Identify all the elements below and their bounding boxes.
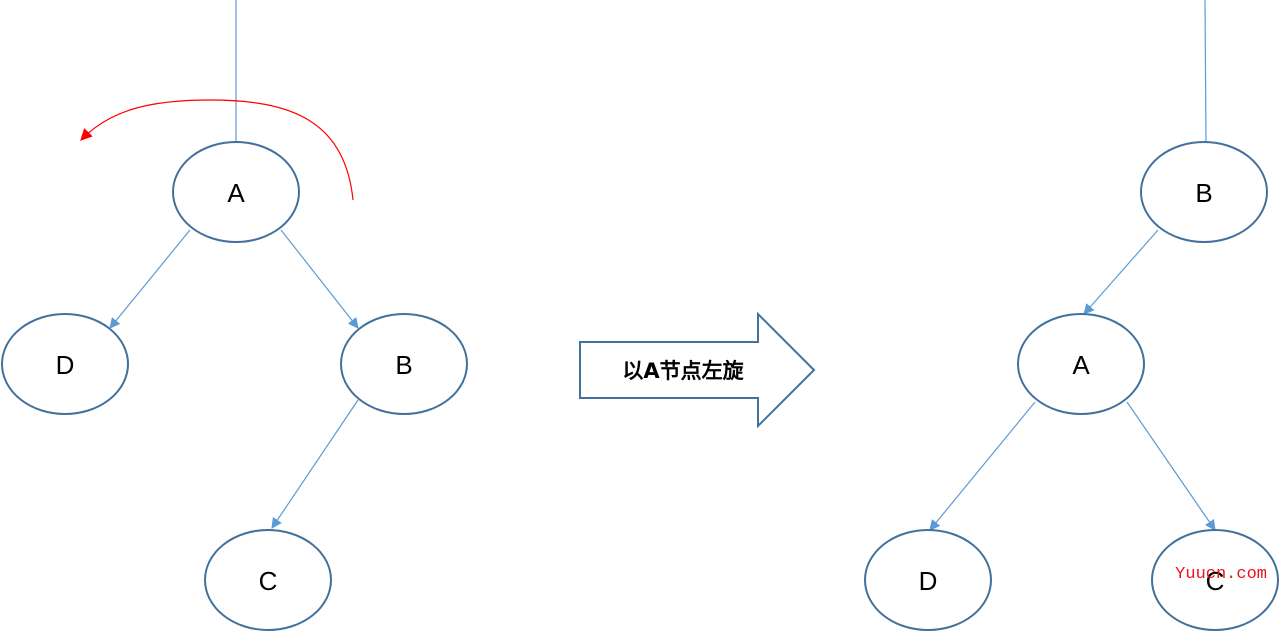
edge-A-C-rotated: [1126, 401, 1216, 531]
left-node-C: C: [204, 529, 332, 631]
right-tree: B A D C: [864, 0, 1279, 631]
right-node-B-label: B: [1195, 178, 1212, 208]
left-node-A-label: A: [227, 178, 245, 208]
left-node-A: A: [172, 141, 300, 243]
right-node-A-label: A: [1072, 350, 1090, 380]
right-node-C: C: [1151, 529, 1279, 631]
edge-B-A: [1083, 229, 1159, 315]
edge-A-D: [109, 229, 191, 329]
right-node-B: B: [1140, 141, 1268, 243]
right-node-C-label: C: [1206, 566, 1225, 596]
watermark-text: Yuucn.com: [1175, 565, 1267, 584]
left-node-D: D: [1, 313, 129, 415]
edge-B-C: [271, 399, 359, 529]
left-node-D-label: D: [56, 350, 75, 380]
left-node-B: B: [340, 313, 468, 415]
left-node-B-label: B: [395, 350, 412, 380]
rotation-direction-arrow: [80, 99, 354, 201]
right-node-D-label: D: [919, 566, 938, 596]
left-node-C-label: C: [259, 566, 278, 596]
edge-A-B: [280, 229, 359, 329]
right-node-D: D: [864, 529, 992, 631]
right-node-A: A: [1017, 313, 1145, 415]
left-tree: A D B C: [1, 0, 468, 631]
transition-arrow-label: 以A节点左旋: [622, 359, 744, 383]
edge-A-D-rotated: [929, 401, 1036, 531]
transition-arrow: 以A节点左旋: [579, 311, 816, 429]
right-parent-link: [1204, 0, 1207, 143]
transition-arrow-shape: [579, 311, 816, 429]
